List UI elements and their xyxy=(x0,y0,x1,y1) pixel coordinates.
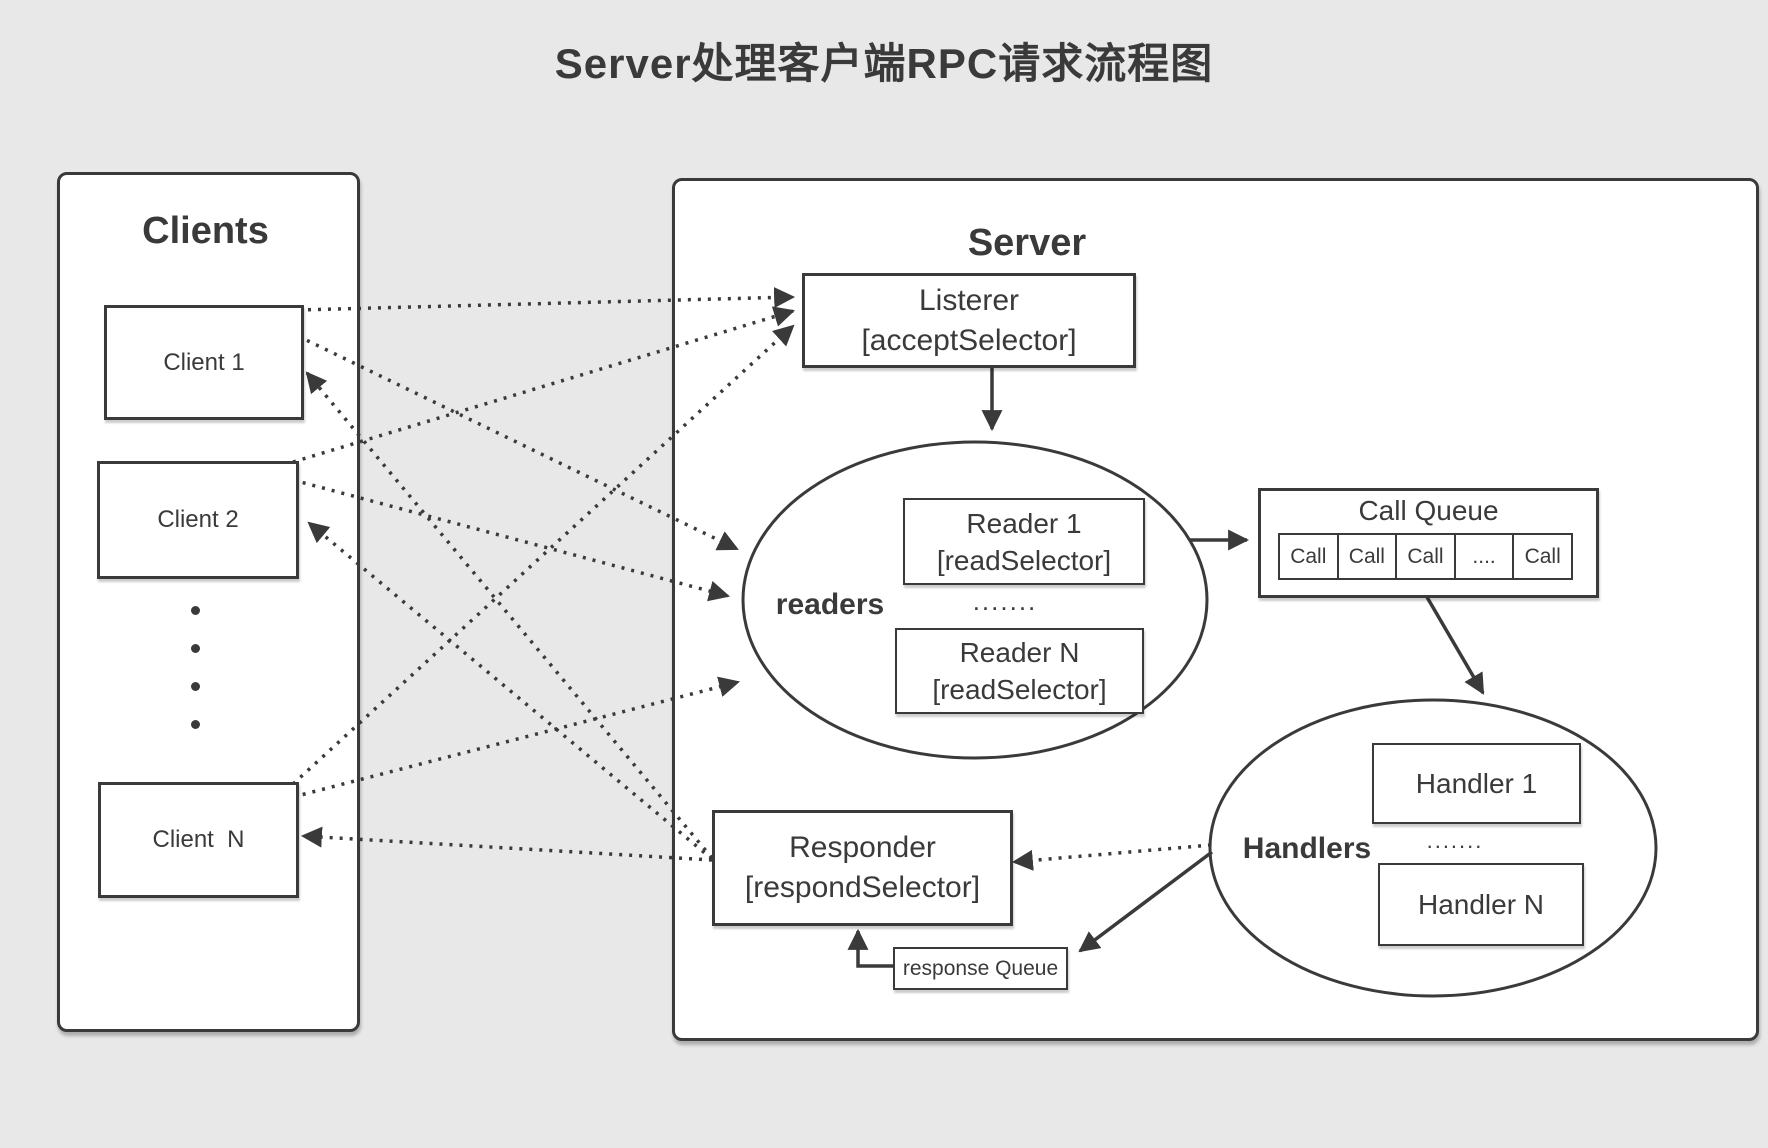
responder-selector: [respondSelector] xyxy=(744,871,981,904)
ellipsis-dot xyxy=(191,682,200,691)
call-queue-cell: Call xyxy=(1338,533,1398,580)
handlerN-node: Handler N xyxy=(1378,863,1584,946)
client2-node: Client 2 xyxy=(97,461,299,579)
client2-label: Client 2 xyxy=(157,506,239,533)
handler1-node: Handler 1 xyxy=(1372,743,1581,824)
readerN-name: Reader N xyxy=(959,637,1080,668)
response-queue-node: response Queue xyxy=(893,947,1068,990)
dotted-client2-to-readers xyxy=(292,478,731,602)
arrow-callqueue-to-handlers xyxy=(1422,591,1485,695)
diagram-title: Server处理客户端RPC请求流程图 xyxy=(554,40,1214,87)
dotted-responder-to-clientN xyxy=(300,826,713,862)
clientN-node: Client N xyxy=(98,782,299,898)
readers-group-label: readers xyxy=(775,588,885,621)
dotted-clientN-to-listener xyxy=(291,324,795,786)
ellipsis-dot xyxy=(191,720,200,729)
reader1-node: Reader 1 [readSelector] xyxy=(903,498,1145,585)
listener-node: Listerer [acceptSelector] xyxy=(802,273,1136,368)
call-queue-cell: Call xyxy=(1278,533,1339,580)
client1-node: Client 1 xyxy=(104,305,304,420)
client1-label: Client 1 xyxy=(163,348,245,376)
responder-node: Responder [respondSelector] xyxy=(712,810,1013,926)
responder-name: Responder xyxy=(789,831,936,864)
reader1-name: Reader 1 xyxy=(966,507,1082,539)
clients-vertical-ellipsis xyxy=(191,606,200,729)
readerN-node: Reader N [readSelector] xyxy=(895,628,1144,714)
clientN-label: Client N xyxy=(152,826,245,853)
handlers-ellipsis: ....... xyxy=(1426,828,1484,853)
handler1-label: Handler 1 xyxy=(1415,767,1538,799)
dotted-clientN-to-readers xyxy=(292,676,741,799)
readerN-selector: [readSelector] xyxy=(932,674,1107,705)
response-queue-label: response Queue xyxy=(902,956,1059,980)
dotted-client1-to-readers xyxy=(297,334,739,551)
listener-name: Listerer xyxy=(918,283,1020,317)
ellipsis-dot xyxy=(191,606,200,615)
dotted-client2-to-listener xyxy=(292,306,796,464)
call-queue-cell: Call xyxy=(1397,533,1456,580)
handlerN-label: Handler N xyxy=(1417,888,1545,920)
arrow-handlers-to-responsequeue xyxy=(1078,850,1214,953)
dotted-client1-to-listener xyxy=(297,286,796,312)
dotted-responder-to-client2 xyxy=(307,521,714,861)
dotted-handlers-to-responder xyxy=(1011,843,1212,871)
listener-selector: [acceptSelector] xyxy=(861,323,1077,357)
server-heading: Server xyxy=(967,222,1087,264)
call-queue-title: Call Queue xyxy=(1358,495,1499,526)
call-queue-cell: .... xyxy=(1455,533,1515,580)
arrow-responsequeue-to-responder xyxy=(847,928,893,968)
ellipsis-dot xyxy=(191,644,200,653)
clients-heading: Clients xyxy=(142,210,269,252)
reader1-selector: [readSelector] xyxy=(936,544,1112,576)
call-queue-cell: Call xyxy=(1514,533,1573,580)
handlers-group-label: Handlers xyxy=(1242,832,1372,865)
dotted-responder-to-client1 xyxy=(305,371,714,860)
call-queue-cells: Call Call Call .... Call xyxy=(1278,533,1573,580)
readers-ellipsis: ....... xyxy=(972,586,1038,616)
